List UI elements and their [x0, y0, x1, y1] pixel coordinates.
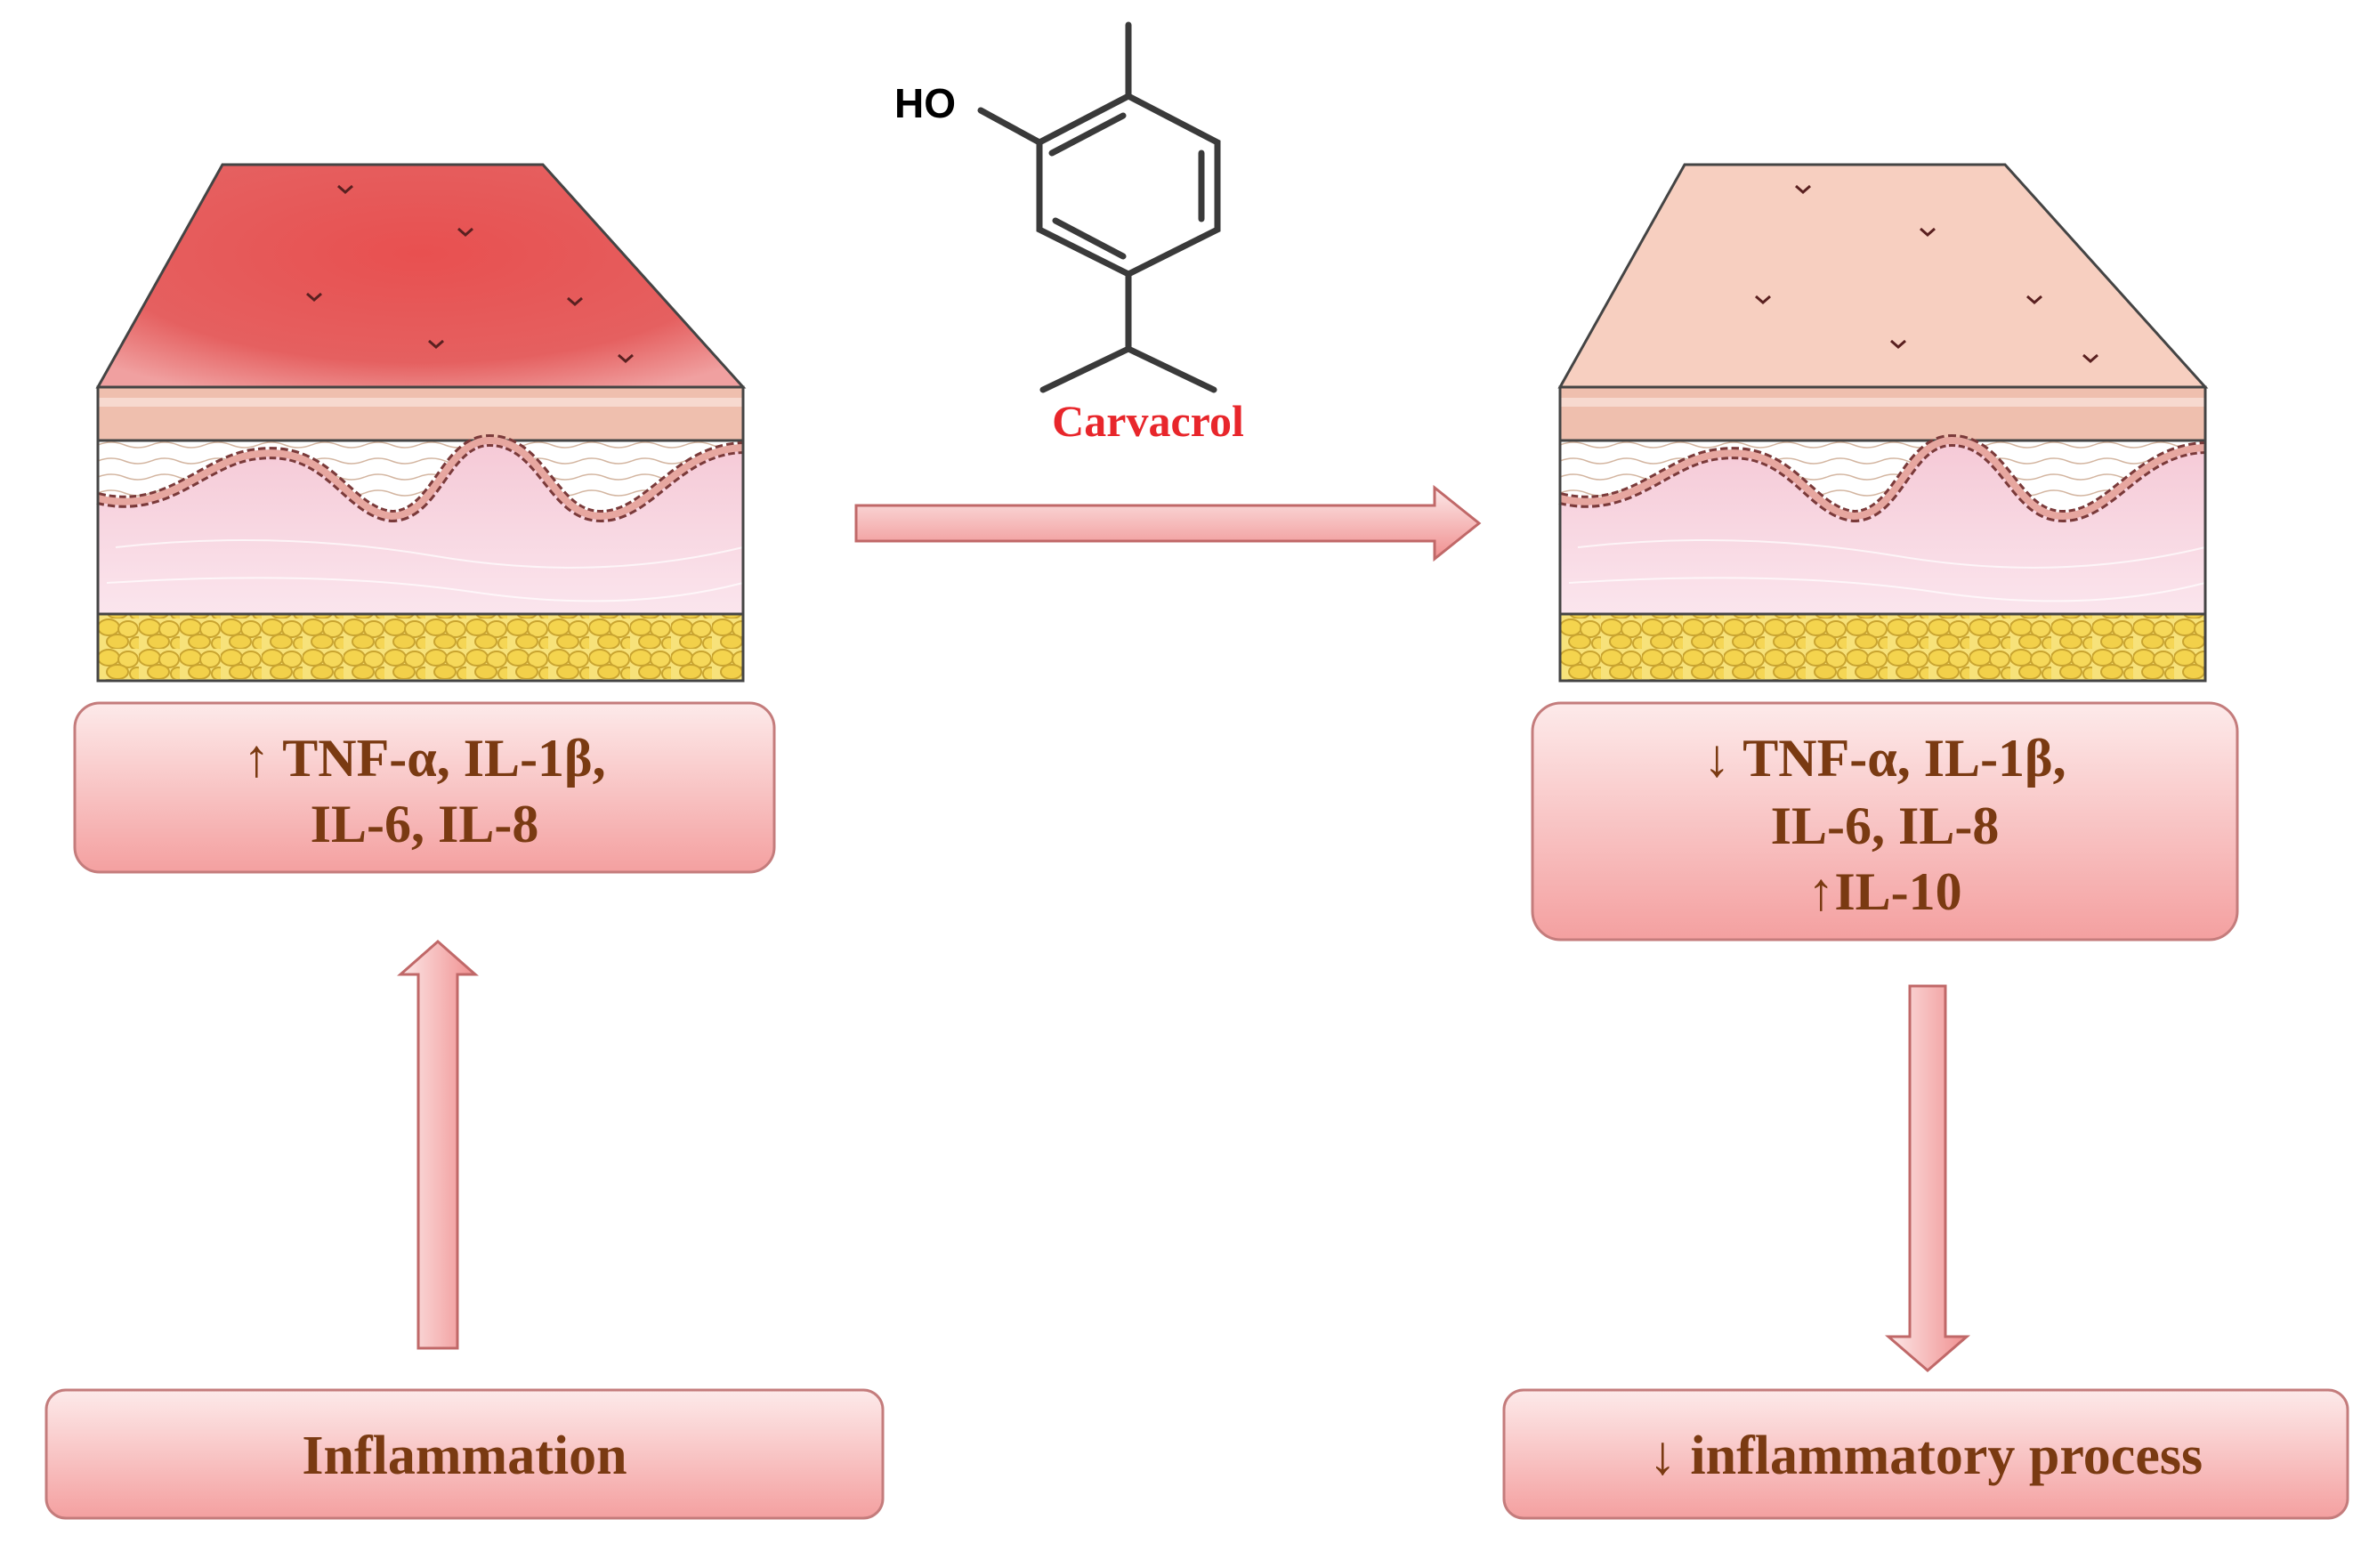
hair-follicle-marks — [306, 184, 634, 363]
hydroxyl-label: HO — [894, 80, 956, 126]
carvacrol-label: Carvacrol — [1052, 396, 1244, 446]
healthy-skin-illustration — [1557, 163, 2209, 683]
inflamed-skin-surface — [95, 163, 747, 389]
cytokines-line-2: IL-6, IL-8 — [311, 795, 539, 853]
epidermis-layer — [96, 385, 745, 442]
cytokines-line-1: ↓ TNF-α, IL-1β, — [1703, 729, 2066, 788]
hydroxyl-bond — [977, 107, 1043, 146]
carvacrol-structure — [977, 21, 1221, 393]
fat-layer — [1558, 612, 2207, 683]
healthy-skin-surface — [1557, 163, 2209, 389]
hair-follicle-marks — [1755, 184, 2098, 363]
cytokines-line-1: ↑ TNF-α, IL-1β, — [243, 729, 605, 788]
inflamed-skin-illustration — [95, 163, 747, 683]
benzene-ring — [1036, 93, 1221, 278]
reduced-inflammatory-process-box: ↓ inflammatory process — [1502, 1388, 2349, 1520]
fat-layer — [96, 612, 745, 683]
epidermis-layer — [1558, 385, 2207, 442]
inflammation-box: Inflammation — [44, 1388, 885, 1520]
cytokines-line-2: IL-6, IL-8 — [1771, 796, 2000, 855]
inflammation-label: Inflammation — [302, 1426, 627, 1486]
up-arrow — [397, 940, 479, 1350]
right-arrow — [854, 484, 1482, 562]
down-arrow — [1884, 984, 1971, 1372]
cytokines-line-3: ↑IL-10 — [1807, 862, 1961, 921]
reduced-inflammatory-process-label: ↓ inflammatory process — [1649, 1426, 2203, 1486]
upregulated-cytokines-box: ↑ TNF-α, IL-1β, IL-6, IL-8 — [73, 701, 776, 874]
downregulated-cytokines-box: ↓ TNF-α, IL-1β, IL-6, IL-8 ↑IL-10 — [1531, 701, 2239, 942]
